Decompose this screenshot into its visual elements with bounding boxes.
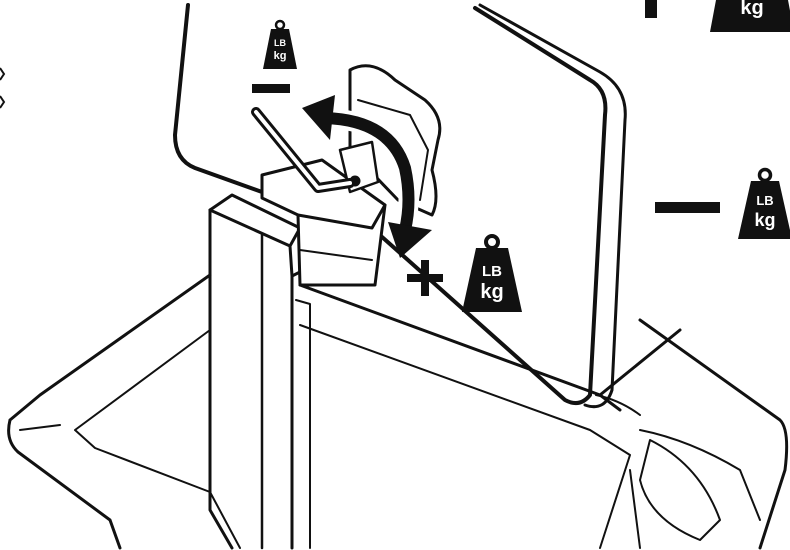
weight-icon-top: kg: [710, 0, 790, 32]
weight-unit-kg: kg: [274, 50, 287, 62]
weight-icon-plus: LB kg: [462, 234, 522, 312]
weight-unit-lb: LB: [756, 193, 773, 208]
allen-key-icon: [251, 107, 355, 193]
minus-sign-right-icon: [655, 202, 720, 213]
base-frame: [7, 273, 789, 550]
rotate-arrow-icon: [302, 95, 432, 258]
weight-icon: LB kg: [263, 19, 297, 69]
partial-bar-icon: [645, 0, 657, 18]
weight-icon-minus: LB kg: [738, 167, 790, 239]
minus-sign-icon: [252, 84, 290, 93]
weight-unit-kg: kg: [480, 281, 503, 303]
weight-unit-lb: LB: [274, 38, 286, 48]
edge-marks: [0, 67, 6, 109]
plus-sign-icon: [407, 260, 443, 296]
vertical-post: [208, 193, 311, 550]
weight-unit-lb: LB: [482, 263, 502, 280]
weight-unit-kg: kg: [754, 210, 775, 230]
weight-unit-kg: kg: [740, 0, 763, 19]
screen-panel: [173, 3, 641, 416]
